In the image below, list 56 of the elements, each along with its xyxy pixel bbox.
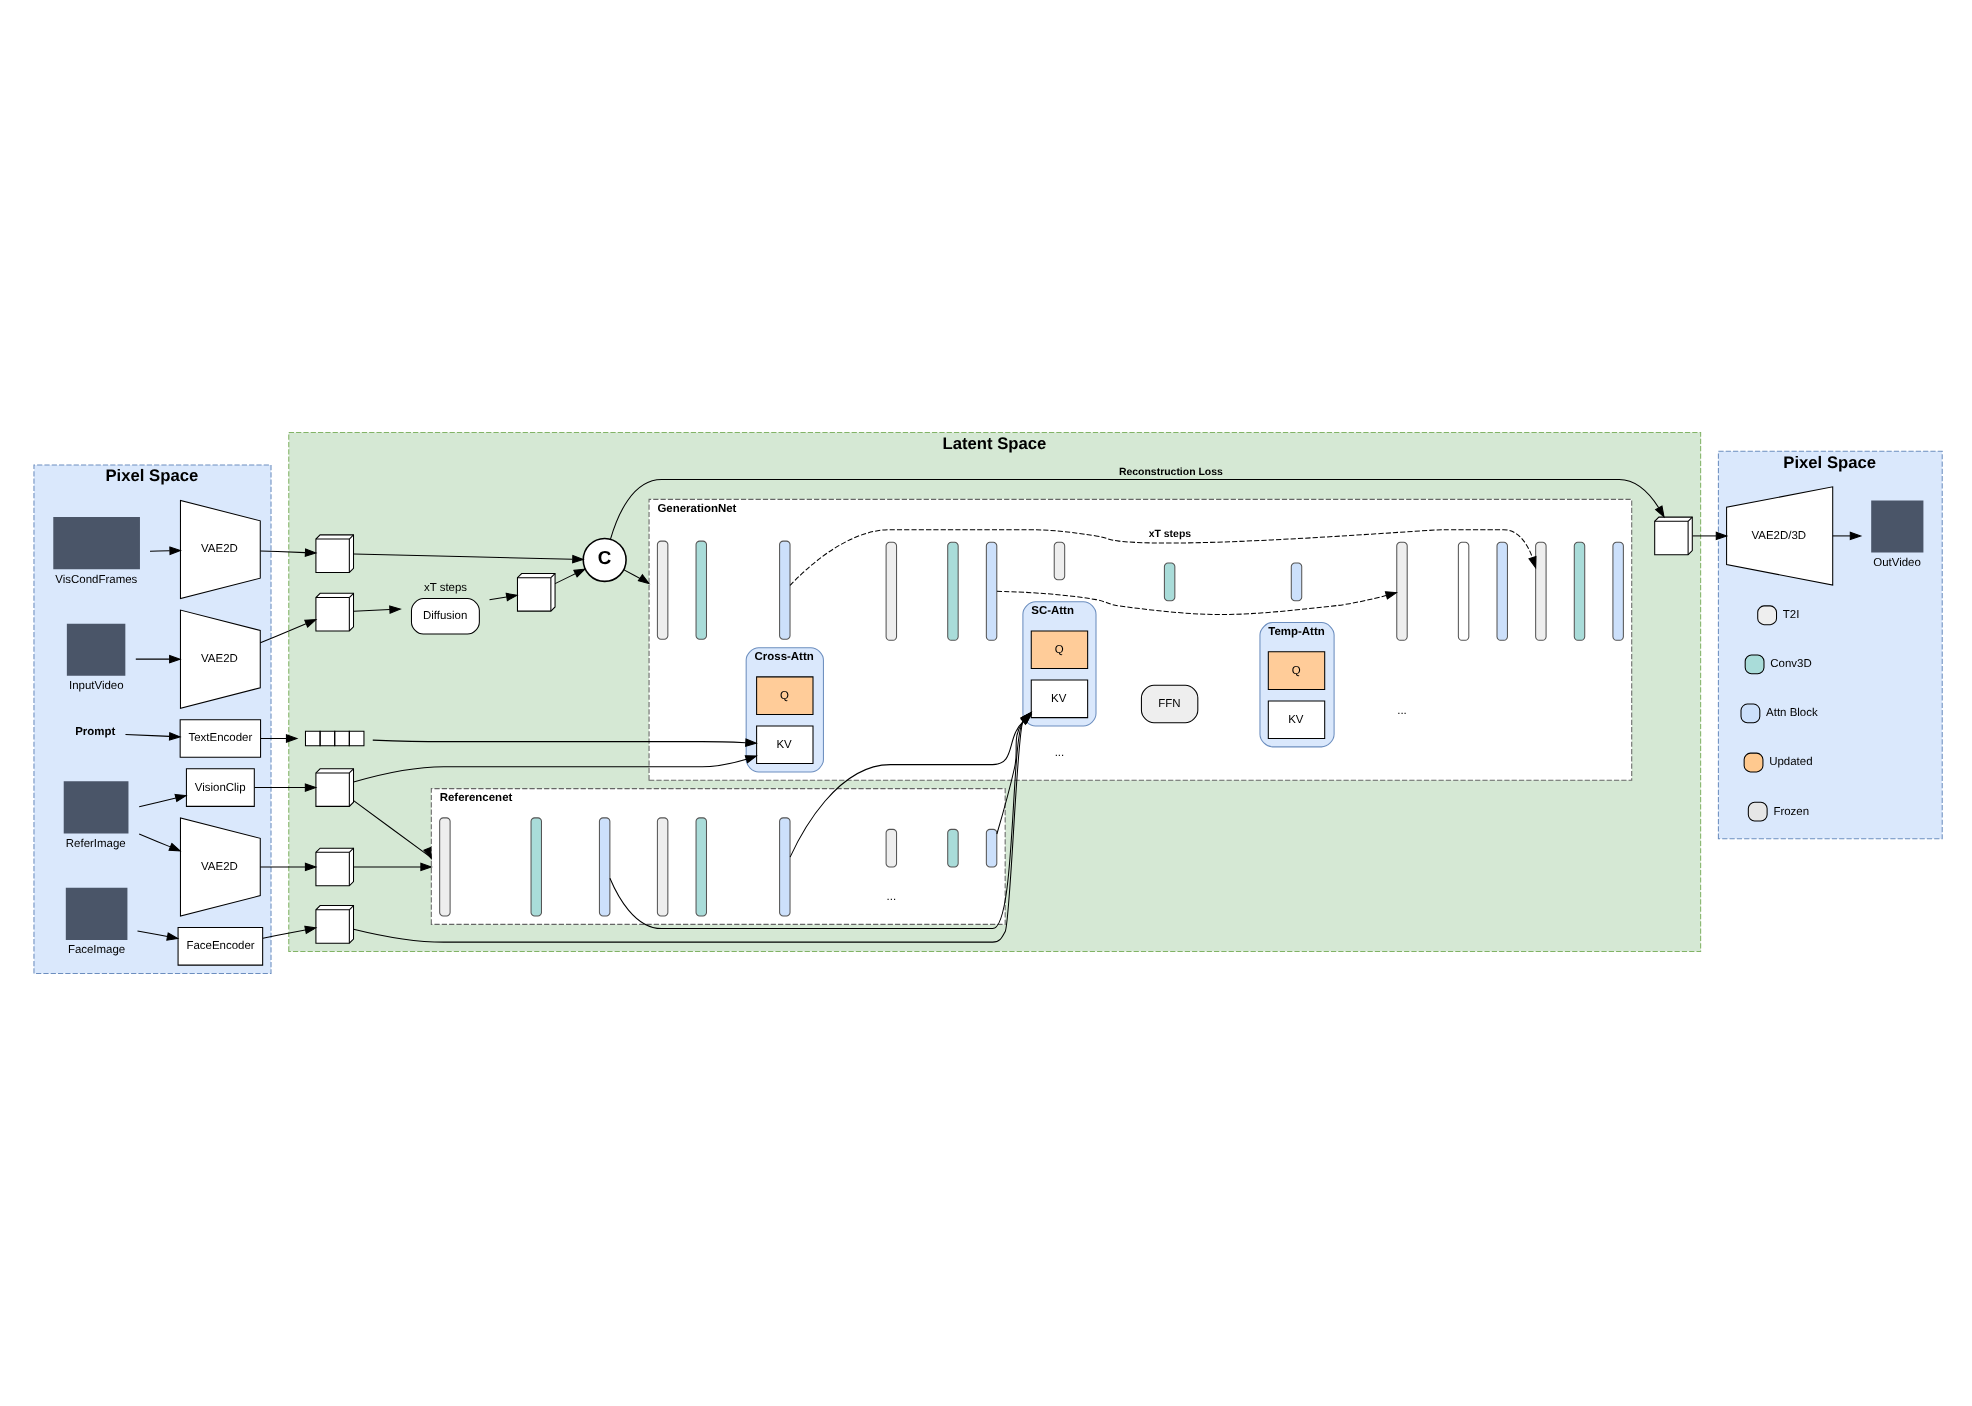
arrow (149, 546, 182, 556)
node-bar (985, 828, 998, 868)
arrow (259, 548, 318, 557)
arrow (789, 529, 1537, 586)
node-bar (530, 817, 542, 917)
node-bar (1163, 562, 1176, 602)
node-bar (1290, 562, 1303, 602)
node-box (65, 887, 128, 941)
arrow (136, 930, 180, 941)
arrow (353, 553, 585, 564)
node-bar (947, 541, 959, 641)
node-bar (885, 541, 898, 641)
arrow (138, 833, 182, 852)
arrow (1692, 531, 1729, 541)
node-bar (656, 540, 669, 640)
node-bar (1612, 541, 1624, 641)
arrow (135, 654, 182, 664)
arrow (260, 734, 299, 743)
node-bar (779, 817, 791, 917)
node-bar (695, 817, 707, 917)
arrow (259, 619, 318, 644)
node-box (1871, 500, 1924, 553)
node-bar (1535, 541, 1547, 641)
arrow (609, 479, 1665, 540)
node-bar (656, 817, 669, 917)
arrow (259, 862, 318, 872)
node-box (66, 623, 126, 676)
node-bar (1053, 541, 1066, 581)
arrow (489, 592, 519, 602)
node-bar (947, 828, 959, 868)
node-bar (598, 817, 611, 917)
arrow (372, 738, 758, 748)
node-bar (985, 541, 998, 641)
node-bar (439, 817, 451, 917)
arrow (124, 731, 182, 741)
arrow (138, 793, 188, 808)
arrow (262, 925, 318, 939)
arrow (996, 590, 1398, 615)
arrow (623, 569, 651, 585)
arrow (353, 755, 758, 783)
arrow (253, 783, 318, 792)
node-bar (779, 540, 791, 640)
node-bar (1396, 541, 1408, 641)
node-circle: C (582, 537, 627, 583)
node-bar (1573, 541, 1586, 641)
node-bar (695, 540, 707, 640)
arrow (554, 568, 587, 585)
arrow (353, 800, 432, 860)
arrow (1832, 531, 1863, 541)
node-bar (1457, 541, 1470, 641)
node-box (53, 517, 140, 570)
node-box (63, 781, 129, 834)
node-bar (1496, 541, 1508, 641)
arrow (353, 605, 402, 614)
node-bar (885, 828, 898, 868)
arrow (353, 862, 433, 872)
